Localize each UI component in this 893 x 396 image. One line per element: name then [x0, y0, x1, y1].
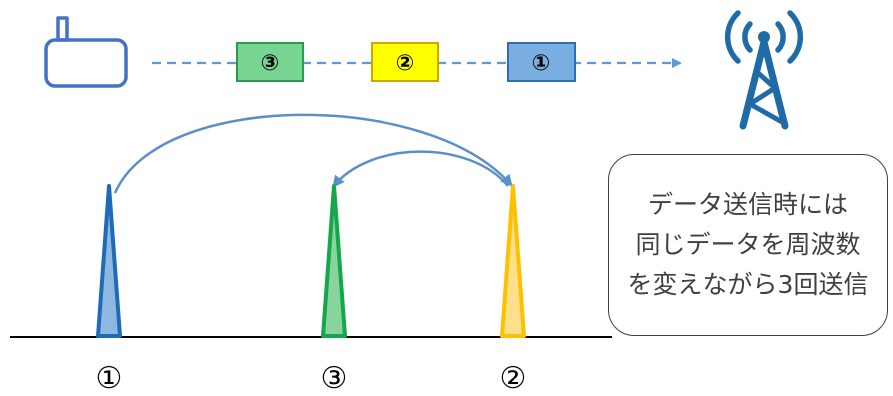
callout-line-2: 同じデータを周波数 — [635, 230, 861, 259]
callout-line-1: データ送信時には — [647, 190, 848, 219]
antenna-tower-icon — [724, 10, 804, 130]
packet-3-label: ③ — [261, 51, 280, 76]
packet-2: ② — [371, 42, 439, 82]
frequency-peak-2 — [500, 184, 526, 338]
frequency-peak-3 — [321, 184, 347, 338]
peak-2-label: ② — [500, 361, 527, 396]
packet-1-label: ① — [532, 51, 551, 76]
callout-line-3: を変えながら3回送信 — [627, 270, 869, 299]
peak-1-label: ① — [96, 361, 123, 396]
packet-1: ① — [507, 42, 576, 82]
peak-3-label: ③ — [321, 361, 348, 396]
hop-arc-2-to-3 — [332, 150, 509, 188]
device-icon — [44, 16, 128, 88]
explanation-callout: データ送信時には 同じデータを周波数 を変えながら3回送信 — [608, 154, 888, 336]
packet-3: ③ — [236, 42, 304, 82]
hop-arc-1-to-2 — [113, 113, 513, 194]
frequency-peak-1 — [96, 184, 122, 338]
packet-2-label: ② — [396, 51, 415, 76]
